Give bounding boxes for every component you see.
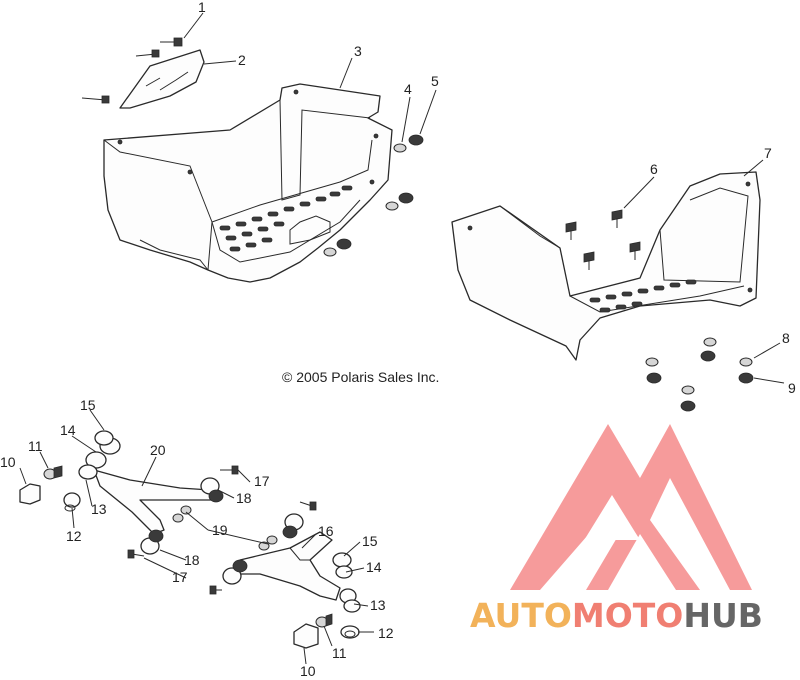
callout-17-top: 17: [254, 473, 270, 489]
ball-joint-right: [293, 613, 360, 649]
callout-18-top: 18: [236, 490, 252, 506]
callout-12-right: 12: [378, 625, 394, 641]
screw-part-1: [81, 37, 183, 104]
leader-lines: [19, 12, 785, 665]
callout-1: 1: [198, 0, 206, 15]
callout-19: 19: [212, 522, 228, 538]
bolts-part-6: [565, 209, 641, 270]
bushings-part-18: [140, 477, 304, 585]
lower-a-arm-part-16: [239, 531, 361, 613]
callout-9: 9: [788, 380, 796, 396]
callout-2: 2: [238, 52, 246, 68]
upper-a-arm-part-20: [78, 430, 213, 535]
watermark-part-auto: AUTO: [470, 596, 572, 635]
callout-20: 20: [150, 442, 166, 458]
washers-part-19: [172, 505, 278, 551]
watermark-wordmark: AUTOMOTOHUB: [470, 596, 763, 635]
callout-15-right: 15: [362, 533, 378, 549]
callout-17-bottom: 17: [172, 569, 188, 585]
copyright-notice: © 2005 Polaris Sales Inc.: [282, 369, 440, 385]
callout-6: 6: [650, 161, 658, 177]
callout-18-bottom: 18: [184, 552, 200, 568]
callout-12-left: 12: [66, 528, 82, 544]
callout-11-right: 11: [332, 645, 347, 661]
callout-13-left: 13: [91, 501, 107, 517]
callout-11-left: 11: [28, 438, 43, 454]
automotohub-logo: [510, 424, 752, 590]
washer-nut-right: [645, 337, 754, 412]
watermark-part-hub: HUB: [683, 596, 763, 635]
callout-7: 7: [764, 145, 772, 161]
callout-14-right: 14: [366, 559, 382, 575]
callout-14-left: 14: [60, 422, 76, 438]
callout-8: 8: [782, 330, 790, 346]
right-footwell-part-7: [451, 171, 761, 361]
callout-4: 4: [404, 81, 412, 97]
ball-joint-left: [19, 465, 81, 512]
callout-13-right: 13: [370, 597, 386, 613]
watermark-part-moto: MOTO: [571, 596, 684, 635]
callout-5: 5: [431, 73, 439, 89]
washer-nut-left: [323, 134, 424, 257]
callout-10-left: 10: [0, 454, 16, 470]
guard-plate-part-2: [119, 49, 205, 109]
callout-3: 3: [354, 43, 362, 59]
callout-16: 16: [318, 523, 334, 539]
callout-15-left: 15: [80, 397, 96, 413]
left-footwell-part-3: [103, 83, 393, 283]
callout-10-right: 10: [300, 663, 316, 679]
